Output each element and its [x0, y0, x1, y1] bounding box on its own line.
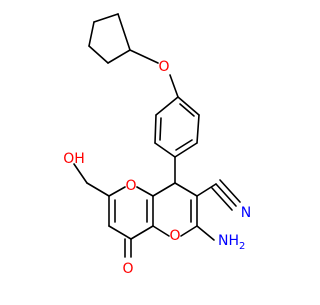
bond: [155, 96, 179, 116]
bond: [174, 142, 198, 158]
bond: [154, 142, 176, 158]
nitrile-nitrogen-label: N: [241, 205, 251, 221]
bond: [93, 13, 119, 23]
bond: [108, 225, 132, 240]
bond: [154, 114, 157, 144]
bond: [169, 74, 179, 98]
bond: [175, 139, 193, 151]
bond: [108, 186, 126, 197]
bond: [179, 103, 195, 117]
bond: [129, 49, 159, 64]
pyran-oxygen-right-label: O: [169, 228, 180, 244]
bond: [88, 45, 109, 64]
bond: [130, 225, 154, 240]
amino-label: NH2: [218, 233, 245, 252]
pyran-oxygen-left-label: O: [125, 178, 136, 194]
hydroxyl-label: OH: [63, 151, 85, 167]
bond: [152, 182, 176, 197]
bond: [107, 49, 131, 64]
bond: [86, 182, 110, 197]
bond: [117, 13, 131, 51]
bond: [211, 187, 233, 211]
bond: [174, 182, 198, 197]
carbonyl-oxygen-label: O: [122, 261, 133, 277]
amino-text: NH: [218, 233, 239, 249]
bond: [136, 186, 154, 197]
bond: [196, 225, 215, 241]
bonds: [73, 13, 241, 258]
bond: [219, 179, 241, 203]
ether-oxygen-label: O: [158, 59, 169, 75]
bond: [196, 114, 200, 144]
bond: [215, 183, 237, 207]
bond: [159, 117, 162, 141]
bond: [152, 225, 170, 237]
bond: [196, 183, 217, 197]
molecule-structure: O OH O O N NH2 O: [63, 13, 251, 277]
amino-subscript: 2: [239, 241, 245, 252]
bond: [177, 96, 200, 116]
structure-canvas: O OH O O N NH2 O: [63, 13, 251, 277]
bond: [88, 21, 95, 47]
bond: [180, 225, 198, 237]
bond: [73, 163, 88, 184]
